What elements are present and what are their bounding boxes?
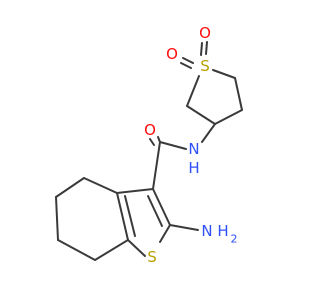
bond-s-c7a <box>127 239 146 257</box>
bond-ring-right-top <box>234 77 243 111</box>
atom-o-carbonyl: O <box>144 121 156 139</box>
bond-ring-bottom-left <box>186 105 216 125</box>
bond-c6-c7 <box>57 239 96 261</box>
bond-carbonyl-c3 <box>152 141 161 190</box>
atom-o-sulfone-left: O <box>166 45 178 63</box>
atom-h-amide: H <box>188 159 199 177</box>
bond-ring-left-s <box>186 75 200 107</box>
bond-c2-s <box>159 224 171 243</box>
bond-s-c-ring-right <box>212 69 236 79</box>
bond-c4-c5 <box>55 177 85 198</box>
bond-c3-c2-inner <box>147 195 163 227</box>
atom-s-thiophene: S <box>147 248 157 266</box>
bond-c7-c7a <box>94 239 129 261</box>
bond-c3a-c4 <box>83 177 118 194</box>
bond-c3a-c3 <box>116 188 154 194</box>
bond-n-carbonyl-c <box>159 141 187 150</box>
atom-h-amino-subscript: 2 <box>231 233 238 246</box>
bond-c5-c6 <box>55 196 59 241</box>
bond-c7a-c3a-inner <box>124 195 136 237</box>
bond-s-o-left-a <box>182 57 194 64</box>
bond-ring-c-n <box>201 123 216 143</box>
bond-s-o-top-b <box>200 42 203 56</box>
bond-layer <box>55 41 243 261</box>
atom-n-amino: N <box>201 222 212 240</box>
bond-c-o-b <box>149 138 155 146</box>
bond-c2-nh2 <box>169 224 199 231</box>
bond-s-o-top-a <box>205 41 208 55</box>
molecule-structure-diagram: O O S N H O N H 2 S <box>55 24 243 266</box>
bond-ring-right-bottom <box>214 109 243 125</box>
atom-o-sulfone-top: O <box>199 24 211 42</box>
atom-s-sulfone: S <box>200 57 210 75</box>
atom-label-layer: O O S N H O N H 2 S <box>144 24 237 266</box>
atom-n-amide: N <box>188 140 199 158</box>
atom-h-amino: H <box>217 222 228 240</box>
bond-s-o-left-b <box>180 62 192 69</box>
bond-c3-c2 <box>152 188 171 226</box>
bond-c7a-c3a <box>116 192 129 241</box>
